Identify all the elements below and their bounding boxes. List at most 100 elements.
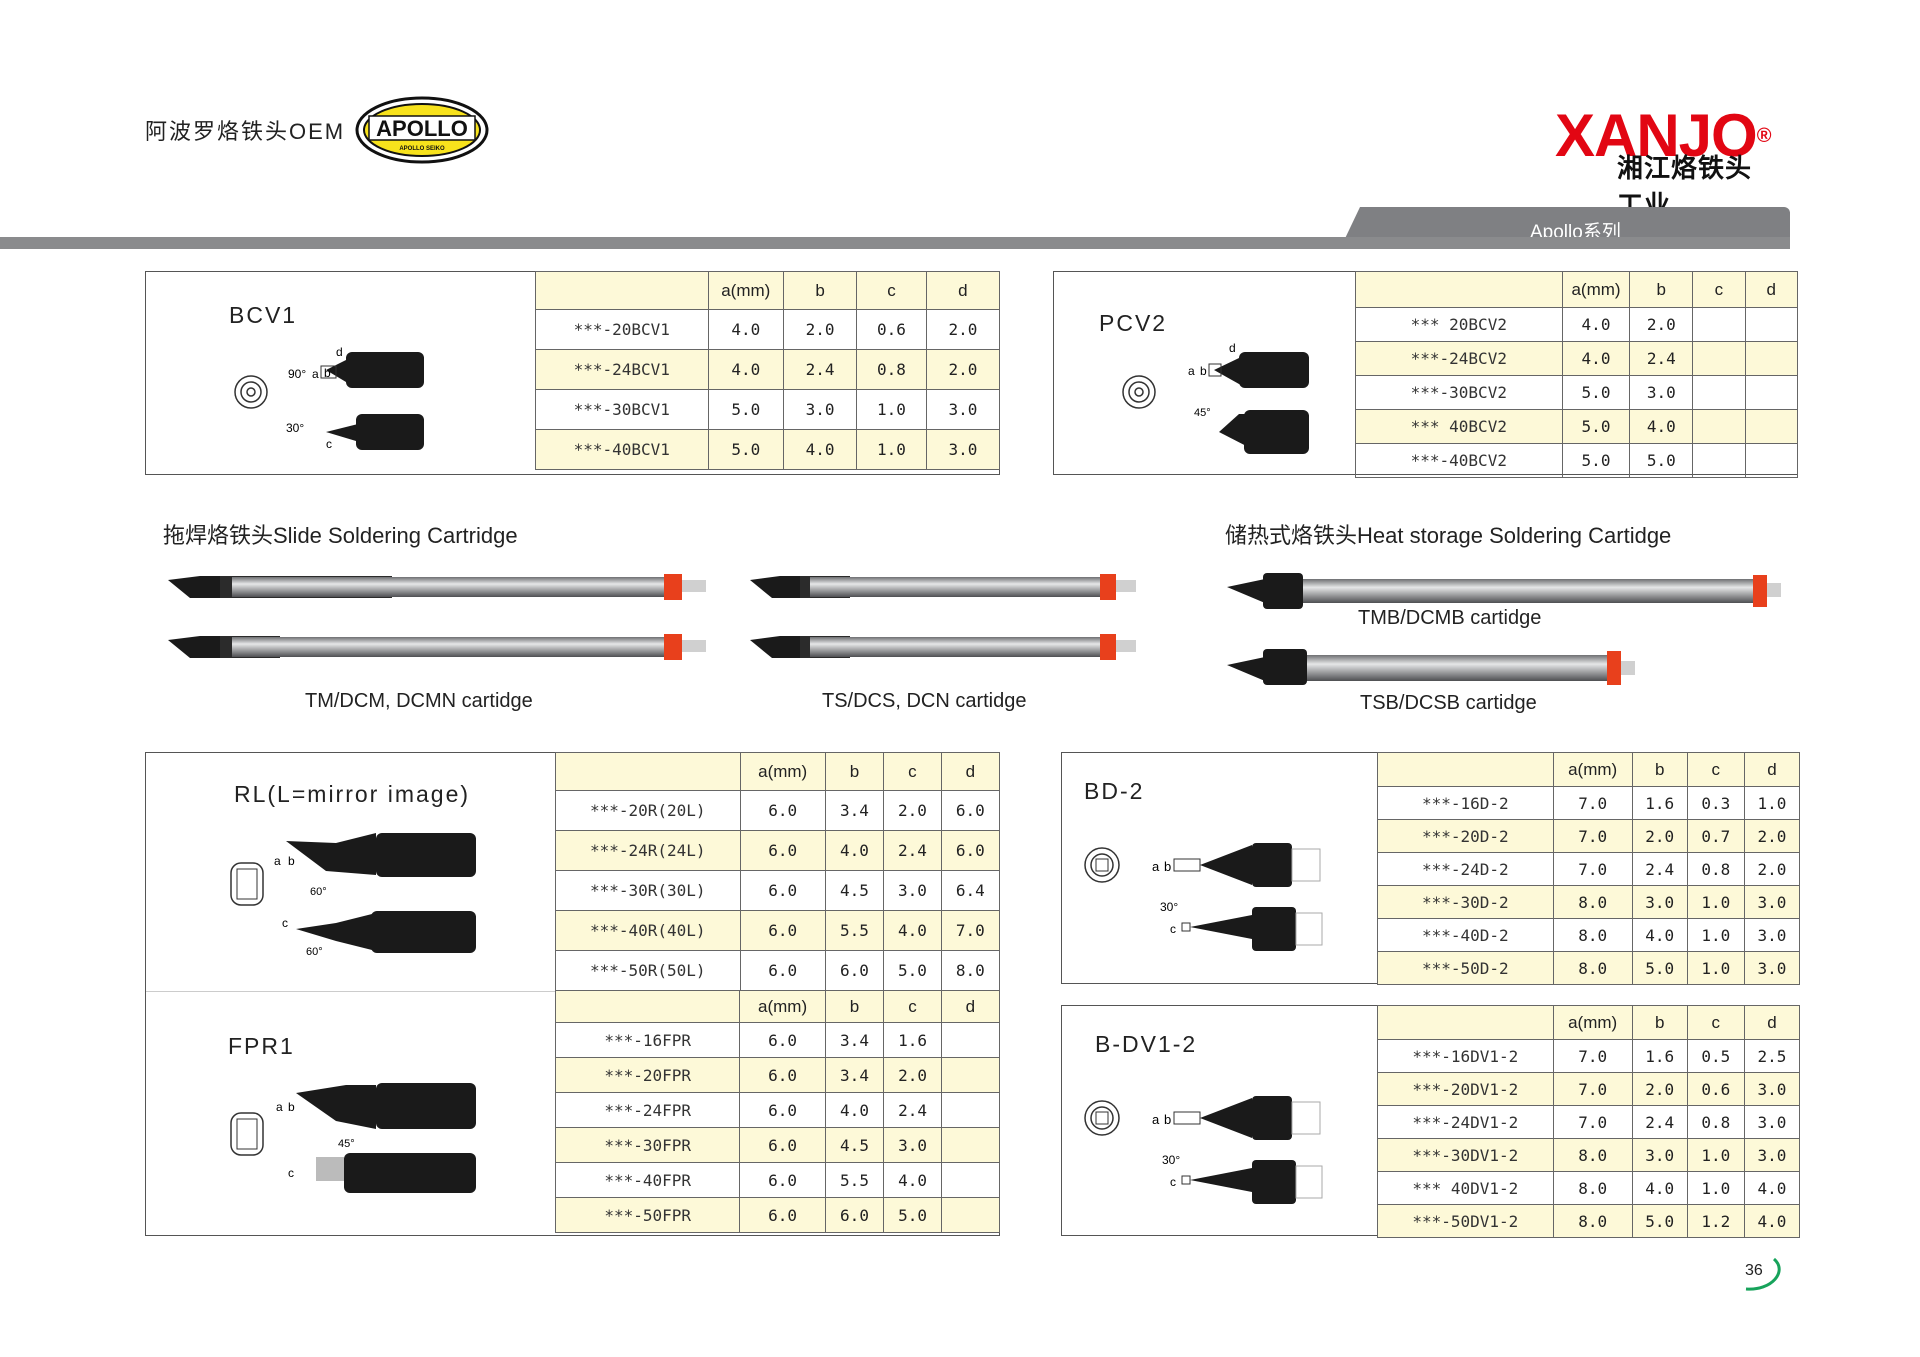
part-number-cell: ***-50D-2 <box>1377 951 1554 985</box>
dimension-cell <box>940 1197 1001 1233</box>
dimension-cell: 1.0 <box>856 389 927 430</box>
dimension-cell: 3.0 <box>1631 1138 1688 1172</box>
table-header-cell: a(mm) <box>739 752 826 791</box>
part-number-cell: ***-30BCV2 <box>1355 375 1563 410</box>
xanjo-brand: XANJO <box>1555 102 1758 169</box>
table-header-cell: b <box>782 271 858 310</box>
fpr1-label-c: c <box>288 1166 294 1180</box>
dimension-cell: 4.5 <box>824 870 885 911</box>
dimension-cell: 0.6 <box>856 309 927 350</box>
part-number-cell: ***-50R(50L) <box>555 950 741 991</box>
part-number-cell: ***-24BCV1 <box>535 349 709 390</box>
apollo-logo-text: APOLLO <box>376 116 468 141</box>
table-header-cell: a(mm) <box>739 990 826 1023</box>
dimension-cell <box>1744 375 1799 410</box>
bcv1-label-d: d <box>336 345 343 359</box>
dimension-cell: 4.5 <box>824 1127 885 1163</box>
dimension-cell: 1.0 <box>1686 1171 1745 1205</box>
dimension-cell: 6.0 <box>739 1057 826 1093</box>
dimension-cell: 7.0 <box>1552 1072 1633 1106</box>
heat-cap-tmb: TMB/DCMB cartidge <box>1358 607 1542 629</box>
bdv12-label-a: a <box>1152 1112 1160 1127</box>
dimension-cell: 5.0 <box>1631 1204 1688 1238</box>
bdv12-label-b: b <box>1164 1112 1171 1127</box>
pcv2-label-a: a <box>1188 364 1195 378</box>
dimension-cell: 4.0 <box>1743 1204 1801 1238</box>
rl-fpr-divider <box>146 991 556 992</box>
dimension-cell: 2.0 <box>1631 819 1688 853</box>
dimension-cell: 1.6 <box>1631 1039 1688 1073</box>
pcv2-deg45: 45° <box>1194 407 1211 419</box>
part-number-cell: ***-30FPR <box>554 1127 741 1163</box>
dimension-cell <box>1744 443 1799 478</box>
pcv2-diagram: a b d 45° <box>1122 342 1309 454</box>
table-header-blank <box>1377 752 1554 787</box>
bcv1-deg30: 30° <box>286 421 304 435</box>
dimension-cell: 5.0 <box>707 389 784 430</box>
dimension-cell: 2.4 <box>1629 341 1694 376</box>
dimension-cell: 2.0 <box>1629 307 1694 342</box>
part-number-cell: *** 40DV1-2 <box>1377 1171 1554 1205</box>
fpr1-title: FPR1 <box>228 1033 295 1059</box>
dimension-cell: 6.0 <box>739 950 826 991</box>
dimension-cell: 1.0 <box>1686 951 1745 985</box>
bd2-label-c: c <box>1170 922 1176 936</box>
part-number-cell: ***-16FPR <box>554 1022 741 1058</box>
part-number-cell: ***-50DV1-2 <box>1377 1204 1554 1238</box>
header-divider-bar <box>0 237 1790 249</box>
part-number-cell: ***-30BCV1 <box>535 389 709 430</box>
rl-deg60-bottom: 60° <box>306 946 323 958</box>
dimension-cell: 2.4 <box>1631 1105 1688 1139</box>
dimension-cell: 8.0 <box>1552 1138 1633 1172</box>
dimension-cell <box>1692 341 1746 376</box>
part-number-cell: ***-40BCV2 <box>1355 443 1563 478</box>
dimension-cell: 7.0 <box>1552 1105 1633 1139</box>
dimension-cell: 3.0 <box>925 429 1001 470</box>
dimension-cell: 0.6 <box>1686 1072 1745 1106</box>
slide-cartridge-illustration <box>168 574 1136 660</box>
dimension-cell <box>940 1057 1001 1093</box>
dimension-cell: 7.0 <box>940 910 1001 951</box>
table-header-cell: d <box>1743 1005 1801 1040</box>
dimension-cell: 6.0 <box>739 1022 826 1058</box>
dimension-cell: 6.0 <box>739 1092 826 1128</box>
dimension-cell: 3.0 <box>883 1127 942 1163</box>
table-header-cell: b <box>1631 752 1688 787</box>
part-number-cell: ***-30R(30L) <box>555 870 741 911</box>
dimension-cell: 2.0 <box>1743 819 1801 853</box>
dimension-cell: 5.0 <box>1561 443 1631 478</box>
table-header-cell: b <box>824 752 885 791</box>
part-number-cell: ***-24DV1-2 <box>1377 1105 1554 1139</box>
dimension-cell <box>1692 409 1746 444</box>
bd2-label-a: a <box>1152 859 1160 874</box>
dimension-cell: 1.0 <box>856 429 927 470</box>
dimension-cell: 5.5 <box>824 910 885 951</box>
dimension-cell: 2.0 <box>1743 852 1801 886</box>
dimension-cell: 4.0 <box>883 910 942 951</box>
dimension-cell: 3.0 <box>883 870 942 911</box>
dimension-cell: 8.0 <box>1552 885 1633 919</box>
dimension-cell: 5.0 <box>1629 443 1694 478</box>
pcv2-title: PCV2 <box>1099 310 1168 336</box>
table-header-cell: b <box>1629 271 1694 308</box>
bd2-diagram: a b 30° c <box>1084 843 1323 951</box>
dimension-cell: 6.0 <box>824 950 885 991</box>
dimension-cell: 0.7 <box>1686 819 1745 853</box>
dimension-cell: 6.0 <box>739 1162 826 1198</box>
dimension-cell: 5.0 <box>1561 409 1631 444</box>
fpr1-diagram: a b 45° c <box>230 1083 476 1193</box>
dimension-cell: 7.0 <box>1552 786 1633 820</box>
dimension-cell: 5.5 <box>824 1162 885 1198</box>
